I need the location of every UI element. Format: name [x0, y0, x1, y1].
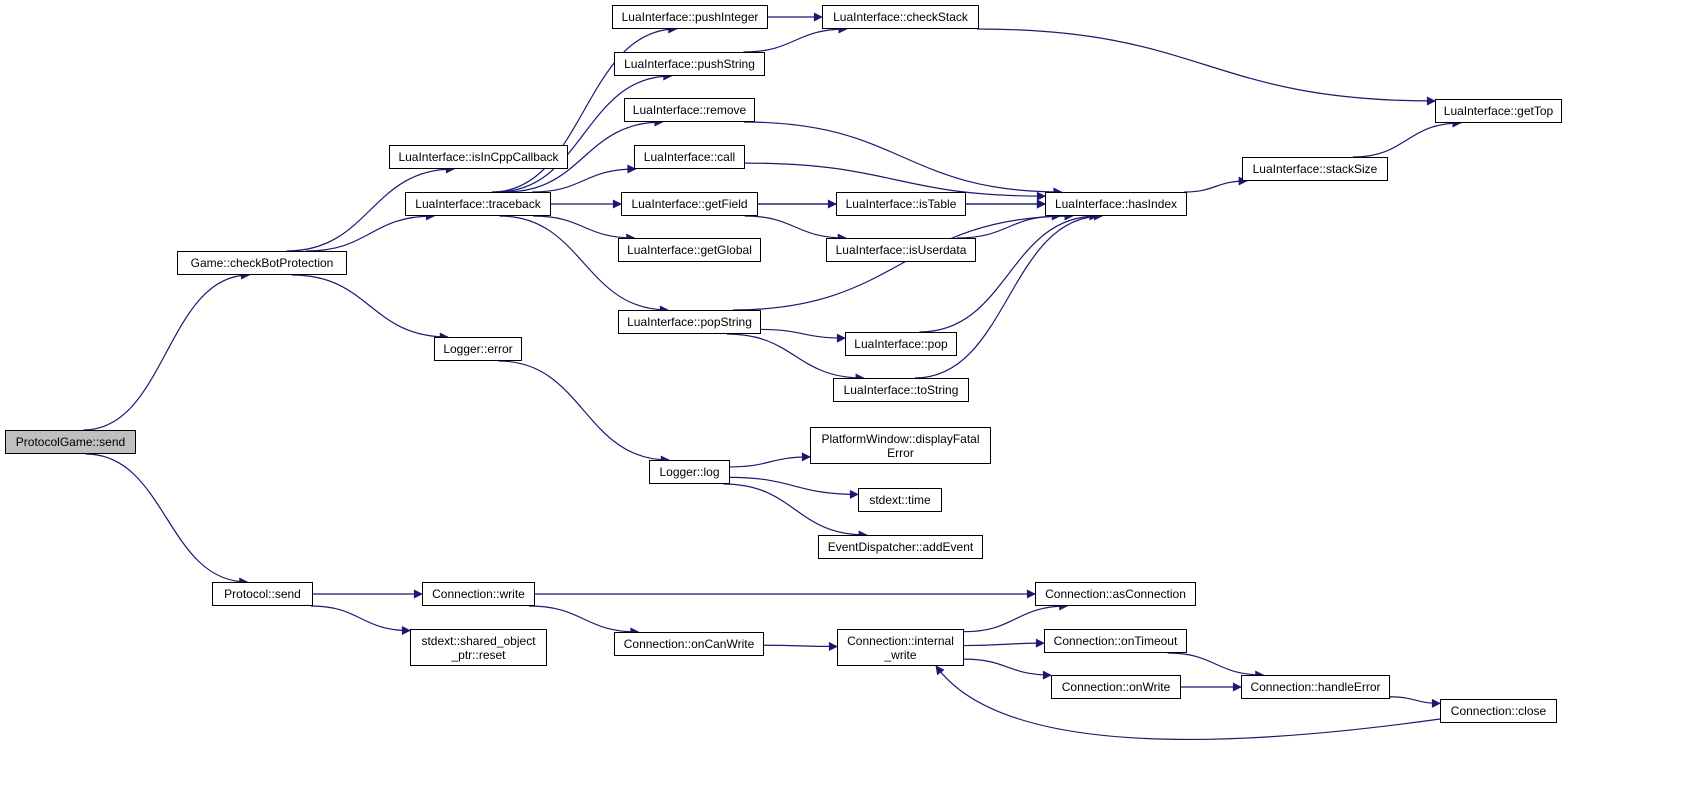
edge-luainterface-traceback-to-luainterface-pushinteger: [491, 24, 678, 193]
edge-luainterface-popstring-to-luainterface-tostring: [726, 333, 865, 383]
edge-protocolgame-send-to-game-checkbotprotection: [83, 270, 251, 431]
node-connection-handleerror[interactable]: Connection::handleError: [1241, 675, 1390, 699]
node-connection-internal-write[interactable]: Connection::internal _write: [837, 629, 964, 666]
edge-logger-log-to-platformwindow-displayfatalerror: [729, 452, 811, 468]
node-luainterface-pushstring[interactable]: LuaInterface::pushString: [614, 52, 765, 76]
node-luainterface-pop[interactable]: LuaInterface::pop: [845, 332, 957, 356]
edge-luainterface-traceback-to-luainterface-getglobal: [533, 215, 636, 243]
node-logger-error[interactable]: Logger::error: [434, 337, 522, 361]
node-protocol-send[interactable]: Protocol::send: [212, 582, 313, 606]
node-luainterface-tostring[interactable]: LuaInterface::toString: [833, 378, 969, 402]
edge-luainterface-pop-to-luainterface-hasindex: [919, 211, 1099, 333]
node-connection-write[interactable]: Connection::write: [422, 582, 535, 606]
node-luainterface-traceback[interactable]: LuaInterface::traceback: [405, 192, 551, 216]
edge-logger-error-to-logger-log: [498, 360, 670, 465]
edge-game-checkbotprotection-to-luainterface-isincppcallback: [286, 164, 455, 252]
node-stdext-shared-object-ptr-reset[interactable]: stdext::shared_object _ptr::reset: [410, 629, 547, 666]
node-stdext-time[interactable]: stdext::time: [858, 488, 942, 512]
edge-luainterface-hasindex-to-luainterface-stacksize: [1184, 176, 1248, 193]
node-logger-log[interactable]: Logger::log: [649, 460, 730, 484]
node-connection-asconnection[interactable]: Connection::asConnection: [1035, 582, 1196, 606]
edge-connection-handleerror-to-connection-close: [1389, 696, 1441, 708]
edge-luainterface-remove-to-luainterface-hasindex: [743, 121, 1063, 197]
edge-luainterface-tostring-to-luainterface-hasindex: [914, 211, 1104, 379]
edge-luainterface-pushstring-to-luainterface-checkstack: [743, 24, 848, 53]
edge-game-checkbotprotection-to-logger-error: [292, 274, 449, 342]
node-luainterface-gettop[interactable]: LuaInterface::getTop: [1435, 99, 1562, 123]
node-luainterface-pushinteger[interactable]: LuaInterface::pushInteger: [612, 5, 768, 29]
edge-luainterface-traceback-to-luainterface-popstring: [499, 215, 669, 315]
edge-game-checkbotprotection-to-luainterface-traceback: [305, 211, 435, 252]
edge-luainterface-getfield-to-luainterface-isuserdata: [744, 215, 847, 243]
edge-luainterface-popstring-to-luainterface-pop: [760, 328, 846, 343]
edge-protocolgame-send-to-protocol-send: [85, 453, 249, 587]
edge-connection-internal-write-to-connection-onwrite: [963, 658, 1052, 680]
edge-protocol-send-to-stdext-shared-object-ptr-reset: [310, 605, 411, 636]
node-luainterface-remove[interactable]: LuaInterface::remove: [624, 98, 755, 122]
edge-luainterface-traceback-to-luainterface-call: [531, 164, 637, 193]
edge-luainterface-popstring-to-luainterface-hasindex: [732, 211, 1074, 311]
edge-connection-internal-write-to-connection-asconnection: [963, 601, 1069, 633]
edge-logger-log-to-eventdispatcher-addevent: [723, 483, 868, 540]
edge-connection-close-to-connection-internal-write: [935, 665, 1441, 741]
node-luainterface-stacksize[interactable]: LuaInterface::stackSize: [1242, 157, 1388, 181]
node-platformwindow-displayfatalerror[interactable]: PlatformWindow::displayFatal Error: [810, 427, 991, 464]
node-luainterface-checkstack[interactable]: LuaInterface::checkStack: [822, 5, 979, 29]
node-connection-oncanwrite[interactable]: Connection::onCanWrite: [614, 632, 764, 656]
node-luainterface-isincppcallback[interactable]: LuaInterface::isInCppCallback: [389, 145, 568, 169]
node-protocolgame-send: ProtocolGame::send: [5, 430, 136, 454]
node-connection-ontimeout[interactable]: Connection::onTimeout: [1044, 629, 1187, 653]
node-luainterface-call[interactable]: LuaInterface::call: [634, 145, 745, 169]
edge-connection-ontimeout-to-connection-handleerror: [1167, 652, 1265, 680]
edge-luainterface-checkstack-to-luainterface-gettop: [976, 28, 1436, 106]
node-connection-close[interactable]: Connection::close: [1440, 699, 1557, 723]
edge-connection-internal-write-to-connection-ontimeout: [963, 638, 1045, 648]
node-luainterface-isuserdata[interactable]: LuaInterface::isUserdata: [826, 238, 976, 262]
edge-connection-write-to-connection-oncanwrite: [529, 605, 640, 637]
node-luainterface-getglobal[interactable]: LuaInterface::getGlobal: [618, 238, 761, 262]
node-game-checkbotprotection[interactable]: Game::checkBotProtection: [177, 251, 347, 275]
node-luainterface-getfield[interactable]: LuaInterface::getField: [621, 192, 758, 216]
node-luainterface-hasindex[interactable]: LuaInterface::hasIndex: [1045, 192, 1187, 216]
node-luainterface-popstring[interactable]: LuaInterface::popString: [618, 310, 761, 334]
edge-luainterface-traceback-to-luainterface-remove: [504, 117, 664, 193]
edge-connection-oncanwrite-to-connection-internal-write: [763, 641, 838, 651]
node-eventdispatcher-addevent[interactable]: EventDispatcher::addEvent: [818, 535, 983, 559]
edge-luainterface-call-to-luainterface-hasindex: [744, 162, 1046, 201]
edge-logger-log-to-stdext-time: [729, 476, 859, 499]
node-connection-onwrite[interactable]: Connection::onWrite: [1051, 675, 1181, 699]
edge-luainterface-traceback-to-luainterface-pushstring: [496, 71, 673, 193]
node-luainterface-istable[interactable]: LuaInterface::isTable: [836, 192, 966, 216]
edge-luainterface-stacksize-to-luainterface-gettop: [1352, 118, 1462, 158]
